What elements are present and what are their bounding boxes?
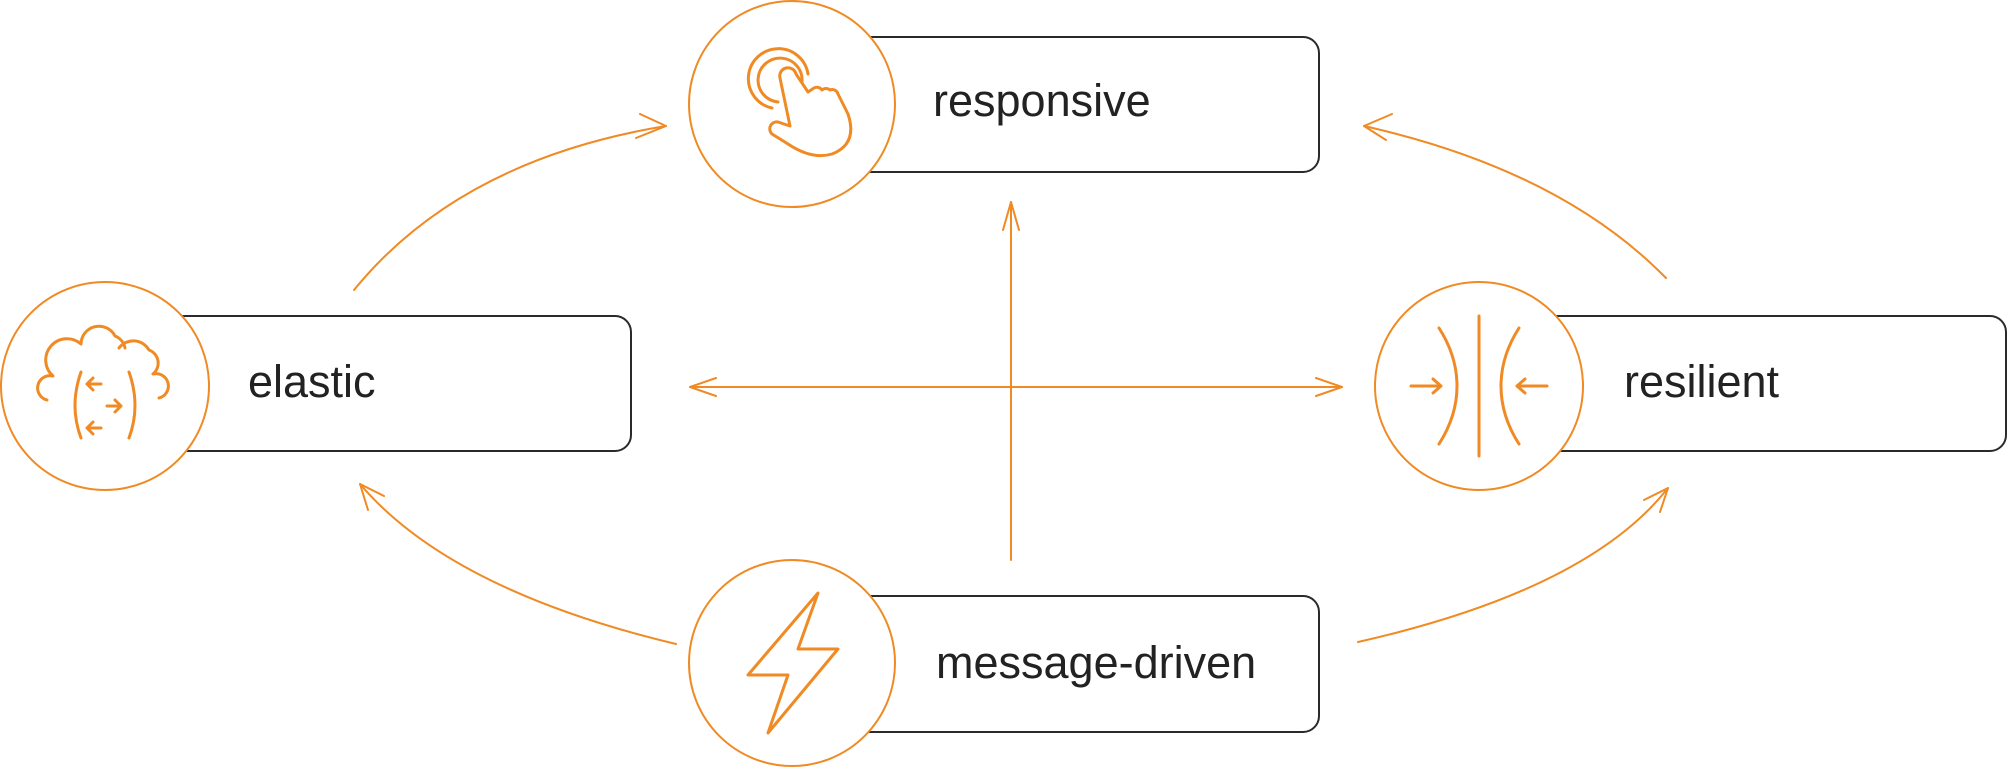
node-message-driven: message-driven [688, 559, 1320, 767]
node-elastic-circle [0, 281, 210, 491]
cloud-scale-icon [36, 324, 170, 440]
node-message-driven-circle [688, 559, 896, 767]
tap-hand-icon [746, 47, 853, 158]
edge-resilient-to-responsive [1363, 113, 1667, 279]
compress-arrows-icon [1409, 314, 1549, 458]
node-resilient: resilient [1374, 281, 2007, 491]
node-responsive-label: responsive [933, 75, 1151, 126]
edge-message-driven-to-elastic [359, 483, 677, 645]
edge-elastic-to-responsive [353, 113, 667, 291]
node-resilient-label: resilient [1624, 356, 1780, 407]
node-responsive-circle [688, 0, 896, 208]
node-elastic-label: elastic [248, 356, 376, 407]
edge-elastic-resilient [689, 377, 1343, 397]
node-elastic: elastic [0, 281, 632, 491]
edge-message-driven-to-responsive [1002, 201, 1020, 561]
edge-message-driven-to-resilient [1357, 487, 1669, 643]
node-message-driven-label: message-driven [936, 637, 1256, 688]
lightning-bolt-icon [746, 591, 840, 735]
node-responsive: responsive [688, 0, 1320, 208]
node-elastic-box [154, 315, 632, 452]
